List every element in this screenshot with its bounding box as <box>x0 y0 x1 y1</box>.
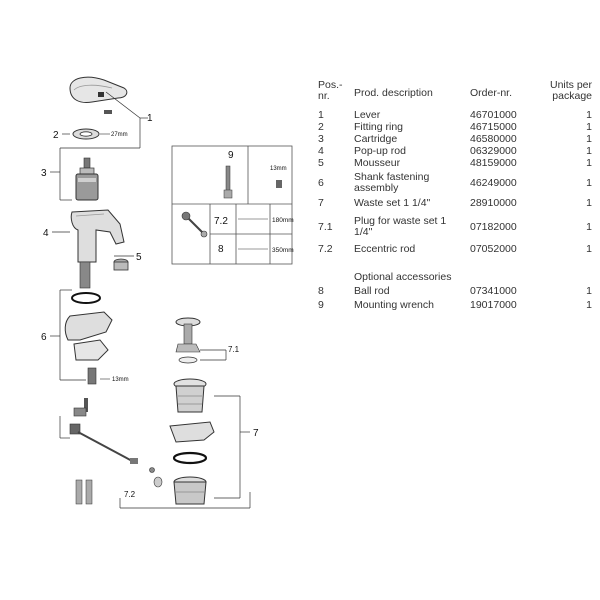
dim-13mm-shank: 13mm <box>112 377 129 383</box>
gasket-ring-part <box>71 292 101 304</box>
header-desc: Prod. description <box>354 87 433 99</box>
inset-box <box>171 145 293 265</box>
cartridge-part <box>75 157 99 201</box>
drain-flange-part <box>169 421 215 443</box>
callout-7: 7 <box>253 428 259 439</box>
inset-label-8: 8 <box>218 244 224 255</box>
table-row-desc-wrap: Plug for waste set 1 1/4" <box>354 215 447 238</box>
callout-5: 5 <box>136 252 142 263</box>
faucet-body-part <box>70 209 125 289</box>
callout-4: 4 <box>43 228 49 239</box>
callout-6: 6 <box>41 332 47 343</box>
callout-7-1: 7.1 <box>228 345 240 354</box>
dim-arrow-13-shank: 13mm <box>100 377 129 383</box>
inset-dim-13mm: 13mm <box>270 166 287 172</box>
header-units: Units per package <box>549 79 592 102</box>
plug-part <box>175 317 201 364</box>
drain-body-part <box>173 378 207 413</box>
optional-heading: Optional accessories <box>354 271 452 283</box>
inset-label-7-2: 7.2 <box>214 216 228 227</box>
drain-gasket-part <box>172 451 208 465</box>
inset-dim-180mm: 180mm <box>272 217 294 224</box>
callout-lines-waste <box>200 349 250 499</box>
fitting-ring-part <box>72 128 100 140</box>
screw-part <box>104 110 112 114</box>
inset-ball-rod-part <box>181 211 208 238</box>
shank-fastening-part <box>64 311 113 385</box>
inset-label-9: 9 <box>228 150 234 161</box>
pop-up-rod-parts <box>69 398 163 488</box>
mousseur-part <box>113 258 129 271</box>
callout-7-2: 7.2 <box>124 490 136 499</box>
callout-1: 1 <box>147 113 153 124</box>
callout-lines-left <box>50 91 251 509</box>
inset-wrench-part <box>223 165 282 199</box>
header-order: Order-nr. <box>470 87 513 99</box>
hoses-part <box>75 479 93 505</box>
table-row-desc-wrap: Shank fastening assembly <box>354 171 430 194</box>
callout-2: 2 <box>53 130 59 141</box>
callout-3: 3 <box>41 168 47 179</box>
header-pos: Pos.- nr. <box>318 79 343 102</box>
dim-arrow-27: 27mm <box>100 132 128 138</box>
lever-part <box>69 76 128 103</box>
drain-nut-part <box>173 476 207 505</box>
dim-27mm: 27mm <box>111 132 128 138</box>
inset-dim-350mm: 350mm <box>272 247 294 254</box>
